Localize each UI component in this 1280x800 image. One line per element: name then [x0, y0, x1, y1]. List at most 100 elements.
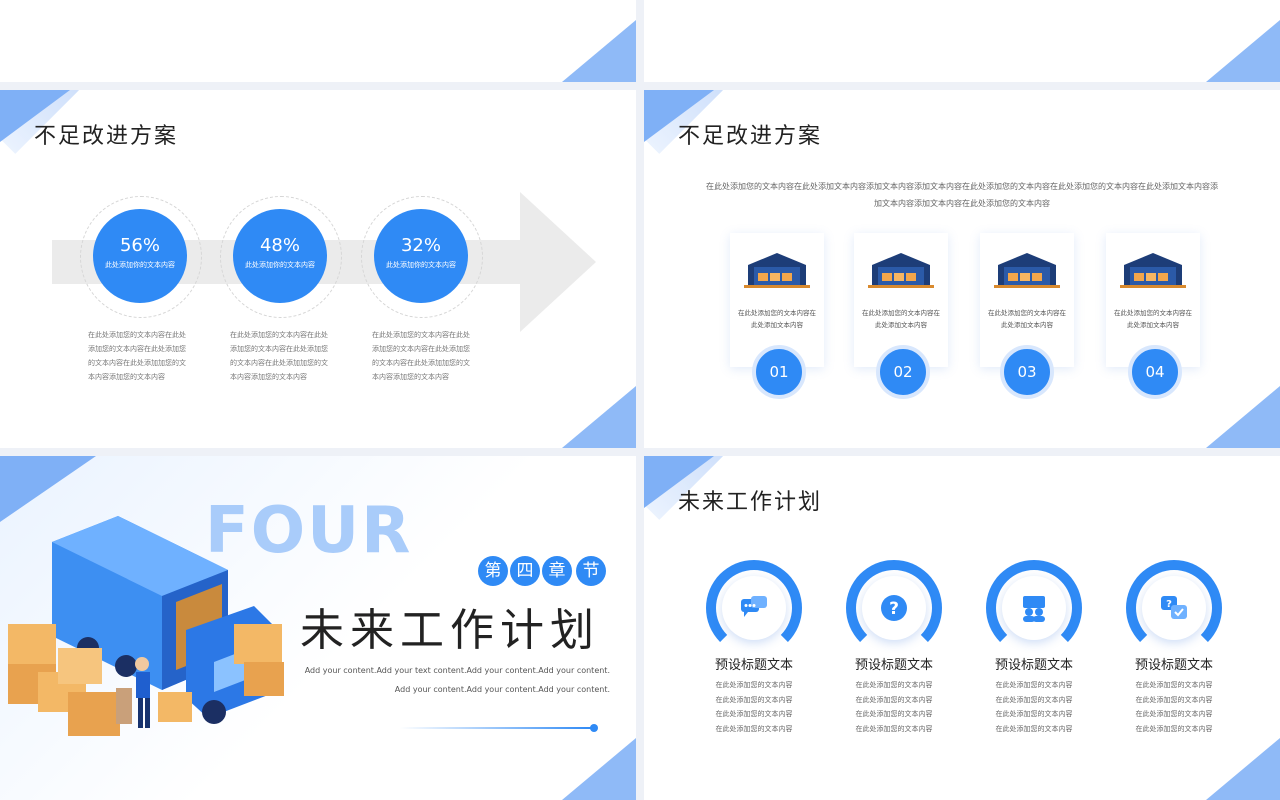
slide-title: 未来工作计划 [678, 490, 823, 515]
description-text: 在此处添加您的文本内容在此处添加您的文本内容在此处添加您的文本内容在此处添加加您… [230, 331, 328, 381]
question-icon: ? [881, 595, 907, 621]
card-text: 在此处添加您的文本内容在此处添加文本内容 [1114, 309, 1192, 329]
feature-title: 预设标题文本 [714, 658, 793, 673]
card-text: 在此处添加您的文本内容在此处添加文本内容 [738, 309, 816, 329]
percent-circle: 56% 此处添加你的文本内容 [93, 209, 187, 303]
truck-illustration [8, 516, 284, 736]
svg-text:?: ? [889, 599, 899, 619]
dashed-ring [220, 196, 342, 318]
slide-improvement-percentages[interactable]: 不足改进方案 56% 此处添加你的文本内容 在此处添加您的文本内容在此处添加您的… [0, 90, 636, 448]
number-badge: 01 [752, 345, 806, 399]
feature-line: 在此处添加您的文本内容 [1135, 710, 1213, 718]
feedback-icon: ? [1161, 596, 1187, 619]
percent-value: 32% [400, 235, 441, 256]
warehouse-card: 在此处添加您的文本内容在此处添加文本内容 [854, 233, 948, 367]
icon-circle [1002, 576, 1066, 640]
subtitle-line-1: Add your content.Add your text content.A… [304, 666, 610, 675]
svg-text:?: ? [1166, 599, 1172, 610]
percent-circle: 32% 此处添加你的文本内容 [374, 209, 468, 303]
percent-circle: 48% 此处添加你的文本内容 [233, 209, 327, 303]
dashed-ring [361, 196, 483, 318]
slide-chapter-four[interactable]: FOUR 第 四 章 节 未来工作计划 Add your content.Add… [0, 456, 636, 800]
arc-decoration [986, 560, 1082, 656]
slide-title: 不足改进方案 [678, 124, 823, 149]
feature-line: 在此处添加您的文本内容 [715, 710, 793, 718]
feature-title: 预设标题文本 [854, 658, 933, 673]
subtitle-line-2: Add your content.Add your content.Add yo… [394, 685, 610, 694]
feature-text: 在此处添加您的文本内容 在此处添加您的文本内容 在此处添加您的文本内容 在此处添… [1119, 678, 1229, 736]
warehouse-icon [994, 253, 1060, 288]
warehouse-icon [1120, 253, 1186, 288]
decorative-dot [590, 724, 598, 732]
icon-circle [722, 576, 786, 640]
feature-title: 预设标题文本 [1134, 658, 1213, 673]
description-text: 在此处添加您的文本内容在此处添加您的文本内容在此处添加您的文本内容在此处添加加您… [88, 331, 186, 381]
slide-future-plan[interactable]: 未来工作计划 预设标题文本 在此处添加您的文本内容 在此处添加您的文本内容 在此… [644, 456, 1280, 800]
warehouse-card: 在此处添加您的文本内容在此处添加文本内容 [1106, 233, 1200, 367]
feature-line: 在此处添加您的文本内容 [1135, 681, 1213, 689]
chapter-badge: 节 [576, 556, 606, 586]
number-badge: 03 [1000, 345, 1054, 399]
chapter-badge: 第 [478, 556, 508, 586]
feature-line: 在此处添加您的文本内容 [855, 710, 933, 718]
icon-circle: ? [1142, 576, 1206, 640]
percent-label: 此处添加你的文本内容 [386, 261, 456, 269]
feature-line: 在此处添加您的文本内容 [1135, 695, 1213, 704]
feature-line: 在此处添加您的文本内容 [715, 695, 793, 704]
feature-text: 在此处添加您的文本内容 在此处添加您的文本内容 在此处添加您的文本内容 在此处添… [979, 678, 1089, 736]
percent-value: 48% [259, 235, 300, 256]
number-badge: 04 [1128, 345, 1182, 399]
corner-decoration [1206, 738, 1280, 800]
chat-icon [741, 596, 767, 617]
feature-line: 在此处添加您的文本内容 [995, 710, 1073, 718]
feature-text: 在此处添加您的文本内容 在此处添加您的文本内容 在此处添加您的文本内容 在此处添… [839, 678, 949, 736]
feature-line: 在此处添加您的文本内容 [855, 681, 933, 689]
slide-warehouse-cards[interactable]: 不足改进方案 在此处添加您的文本内容在此处添加文本内容添加文本内容添加文本内容在… [644, 90, 1280, 448]
warehouse-icon [744, 253, 810, 288]
percent-value: 56% [119, 235, 160, 256]
arc-decoration [706, 560, 802, 656]
feature-line: 在此处添加您的文本内容 [995, 695, 1073, 704]
corner-decoration [1206, 20, 1280, 82]
slide-title: 不足改进方案 [34, 124, 179, 149]
intro-text: 在此处添加您的文本内容在此处添加文本内容添加文本内容添加文本内容在此处添加您的文… [706, 182, 1218, 208]
description-text: 在此处添加您的文本内容在此处添加您的文本内容在此处添加您的文本内容在此处添加加您… [372, 331, 470, 381]
warehouse-card: 在此处添加您的文本内容在此处添加文本内容 [730, 233, 824, 367]
icon-circle: ? [862, 576, 926, 640]
corner-decoration [0, 90, 70, 142]
feature-line: 在此处添加您的文本内容 [995, 724, 1073, 733]
feature-text: 在此处添加您的文本内容 在此处添加您的文本内容 在此处添加您的文本内容 在此处添… [699, 678, 809, 736]
feature-line: 在此处添加您的文本内容 [1135, 724, 1213, 733]
warehouse-icon [868, 253, 934, 288]
chapter-badge: 四 [510, 556, 540, 586]
corner-decoration [562, 386, 636, 448]
percent-label: 此处添加你的文本内容 [245, 261, 315, 269]
corner-decoration [0, 456, 96, 522]
percent-label: 此处添加你的文本内容 [105, 261, 175, 269]
arrow-head [520, 192, 596, 332]
chapter-badge: 章 [542, 556, 572, 586]
slide-top-left-partial [0, 0, 636, 82]
feature-line: 在此处添加您的文本内容 [855, 724, 933, 733]
feature-line: 在此处添加您的文本内容 [715, 681, 793, 689]
warehouse-card: 在此处添加您的文本内容在此处添加文本内容 [980, 233, 1074, 367]
feature-line: 在此处添加您的文本内容 [995, 681, 1073, 689]
watermark-text: FOUR [205, 494, 413, 568]
arc-decoration [1126, 560, 1222, 656]
slide-top-right-partial [644, 0, 1280, 82]
number-badge: 02 [876, 345, 930, 399]
corner-decoration [1206, 386, 1280, 448]
corner-decoration [562, 20, 636, 82]
chapter-title: 未来工作计划 [300, 605, 600, 656]
feature-line: 在此处添加您的文本内容 [715, 724, 793, 733]
decorative-line [400, 727, 592, 729]
feature-line: 在此处添加您的文本内容 [855, 695, 933, 704]
corner-decoration [644, 90, 714, 142]
card-text: 在此处添加您的文本内容在此处添加文本内容 [862, 309, 940, 329]
dashed-ring [80, 196, 202, 318]
corner-decoration [644, 456, 714, 508]
corner-decoration [562, 738, 636, 800]
arc-decoration [846, 560, 942, 656]
card-text: 在此处添加您的文本内容在此处添加文本内容 [988, 309, 1066, 329]
feature-title: 预设标题文本 [994, 658, 1073, 673]
